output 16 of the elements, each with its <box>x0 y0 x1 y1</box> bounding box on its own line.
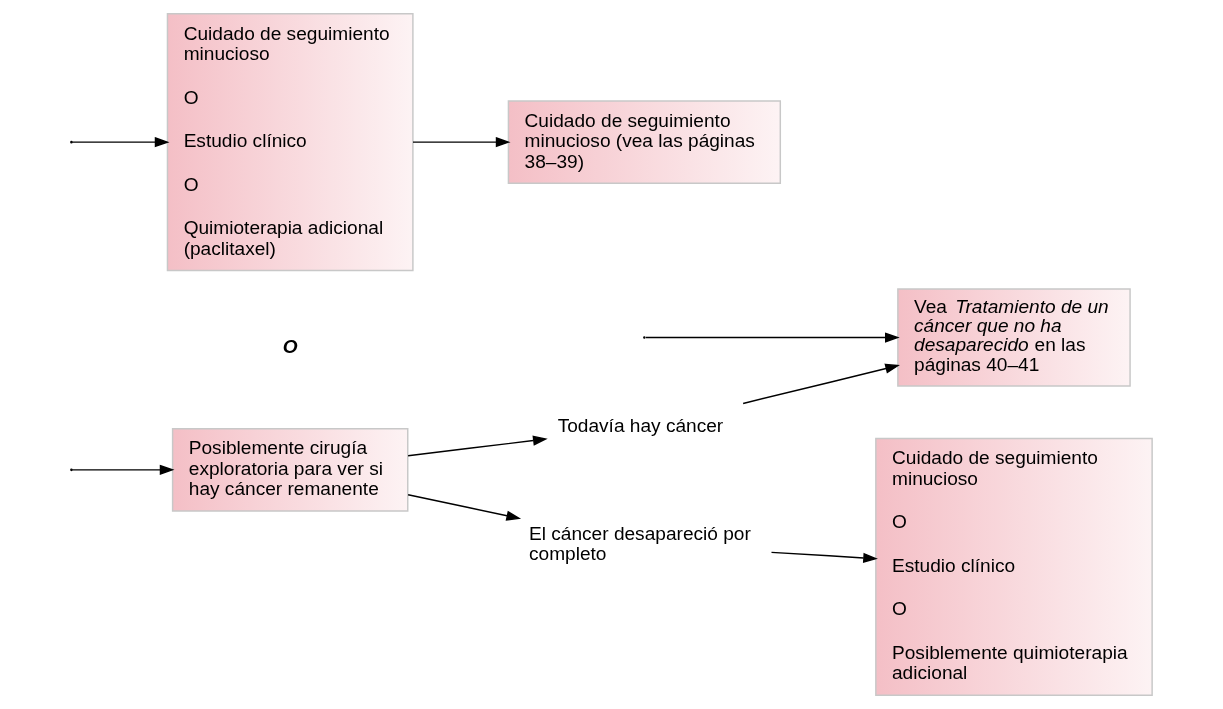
arrow <box>742 363 900 405</box>
arrow <box>770 551 878 564</box>
node-text: El cáncer desapareció por completo <box>528 522 751 565</box>
arrow <box>407 435 548 457</box>
node-text: Todavía hay cáncer <box>557 415 724 437</box>
node-box: Posiblemente cirugía exploratoria para ver si hay cáncer remanente <box>171 428 409 512</box>
node-box: Cuidado de seguimiento minucioso O Estudio clínico O Quimioterapia adicional (paclitaxel) <box>166 12 414 272</box>
arrow <box>71 464 175 475</box>
node-box: Cuidado de seguimiento minucioso (vea las páginas 38–39) <box>507 100 782 185</box>
label: O <box>282 335 298 357</box>
arrow <box>71 137 170 148</box>
arrow <box>407 494 522 521</box>
node-box: Cuidado de seguimiento minucioso O Estudio clínico O Posiblemente quimioterapia adicional <box>875 437 1153 697</box>
arrow <box>412 137 511 148</box>
arrow <box>645 332 900 343</box>
node-box: Vea Tratamiento de un cáncer que no ha desaparecido en las páginas 40–41 <box>897 288 1131 387</box>
